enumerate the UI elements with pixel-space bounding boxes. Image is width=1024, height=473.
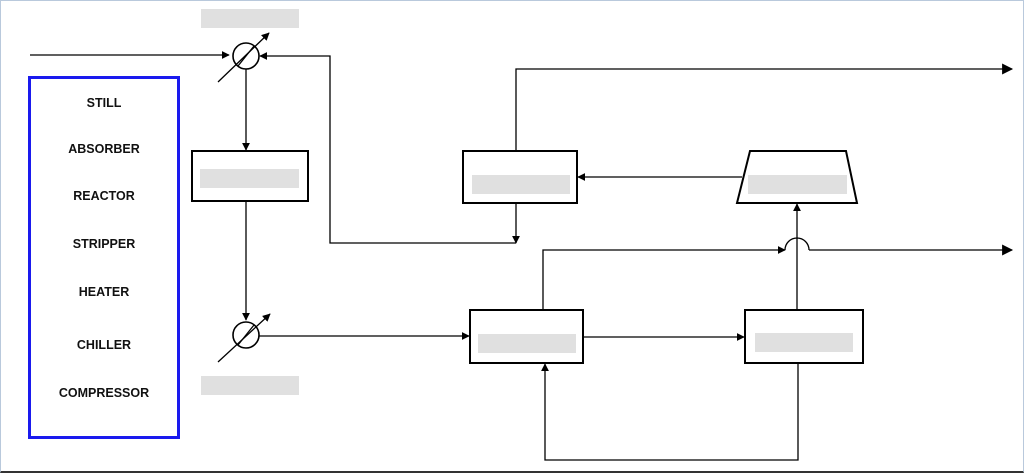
bottom-exchanger-label-placeholder (201, 376, 299, 395)
top-heat-exchanger (217, 32, 270, 83)
lower-middle-unit (469, 309, 584, 364)
legend-box: STILL ABSORBER REACTOR STRIPPER HEATER C… (28, 76, 180, 439)
lower-middle-top-outlet-line (542, 246, 786, 310)
legend-item-still: STILL (86, 96, 122, 110)
legend-item-absorber: ABSORBER (68, 142, 140, 156)
legend-item-heater: HEATER (78, 285, 130, 299)
legend-item-reactor: REACTOR (73, 189, 135, 203)
legend-item-compressor: COMPRESSOR (58, 386, 150, 400)
top-product-line (515, 63, 1014, 151)
legend-item-stripper: STRIPPER (72, 237, 136, 251)
top-exchanger-label-placeholder (201, 9, 299, 28)
legend-item-chiller: CHILLER (76, 338, 132, 352)
lower-right-unit (744, 309, 864, 364)
compressor-unit (735, 150, 859, 204)
bottom-recycle-loop (541, 363, 799, 461)
bottom-heat-exchanger (217, 313, 271, 363)
upper-middle-unit (462, 150, 578, 204)
upper-left-unit (191, 150, 309, 202)
recycle-line-top (259, 52, 516, 244)
